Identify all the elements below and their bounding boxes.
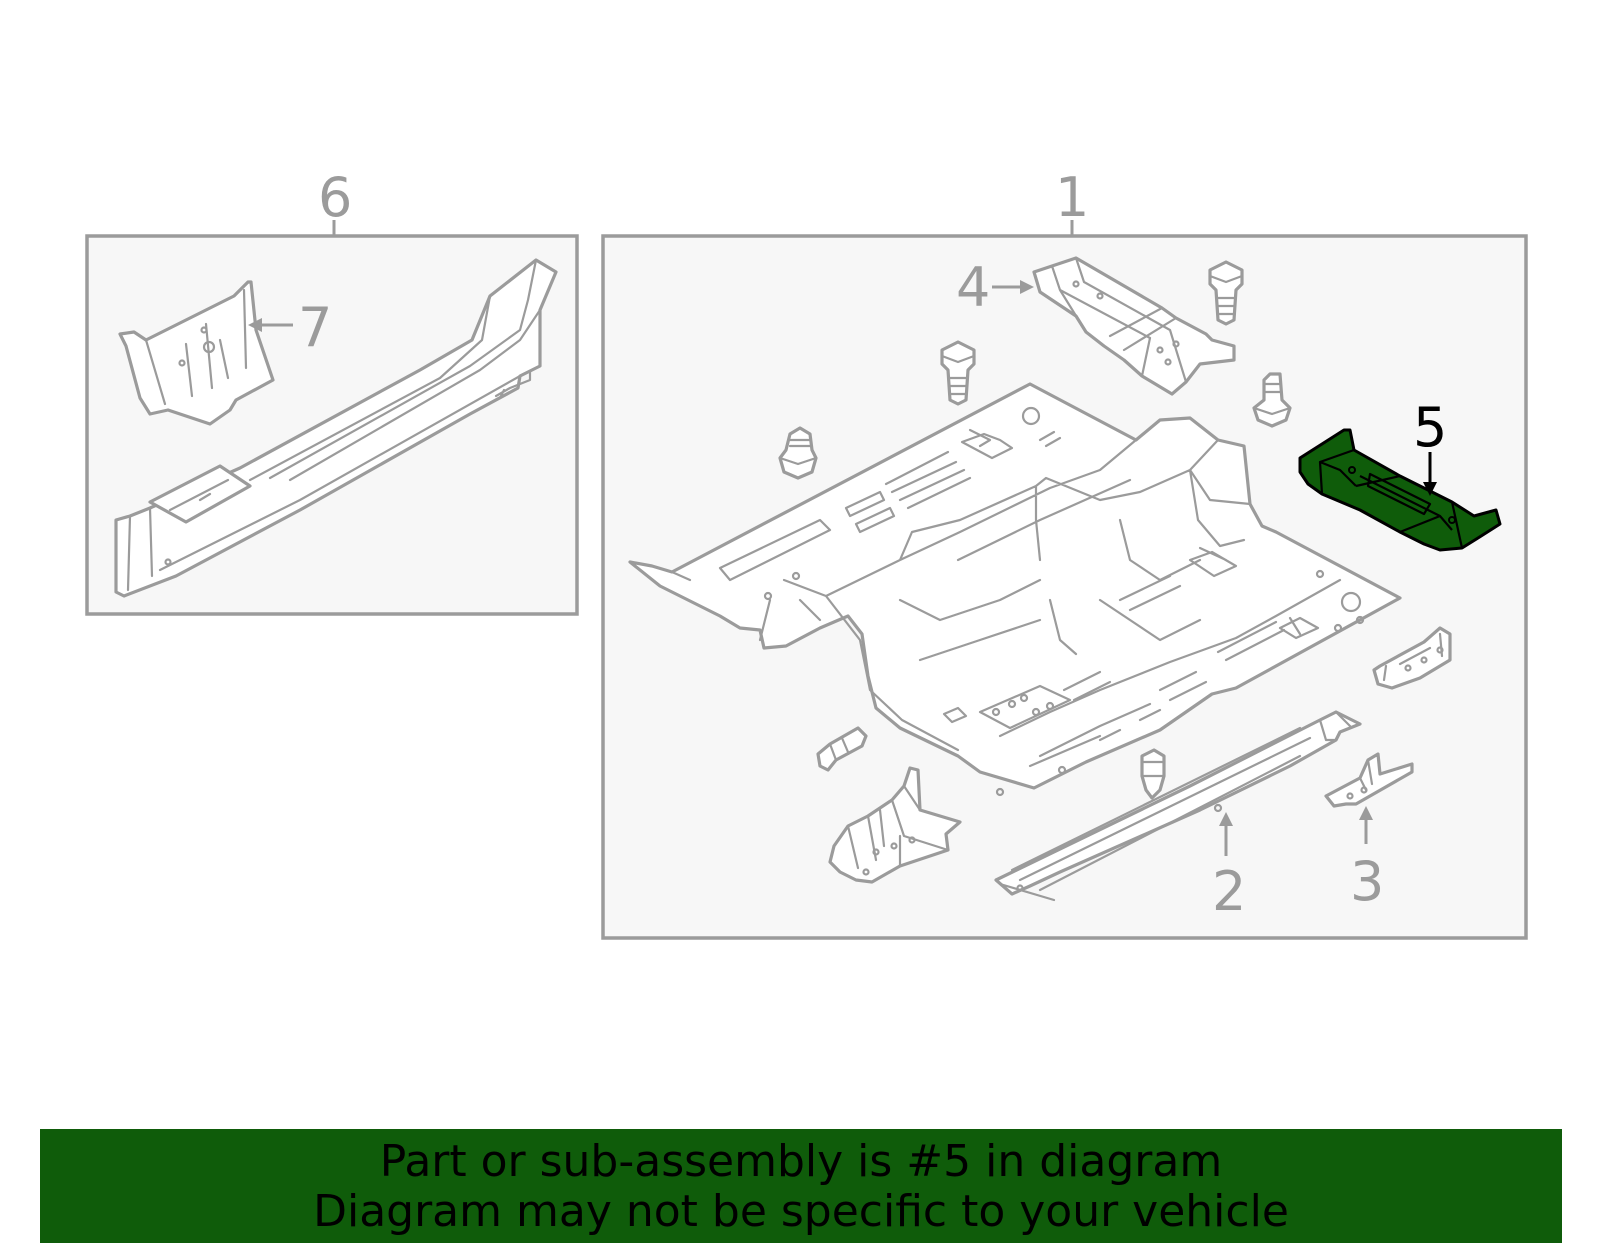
callout-3[interactable]: 3 (1350, 850, 1384, 913)
bolt-left[interactable] (778, 426, 818, 480)
banner-line-2: Diagram may not be specific to your vehi… (313, 1186, 1289, 1237)
bolt-top[interactable] (1208, 260, 1244, 326)
banner-background (40, 1129, 1562, 1243)
part-2-rail[interactable] (994, 710, 1362, 902)
banner-line-1: Part or sub-assembly is #5 in diagram (379, 1136, 1223, 1187)
callout-4[interactable]: 4 (956, 256, 990, 319)
info-banner: Part or sub-assembly is #5 in diagram Di… (40, 1129, 1562, 1243)
part-gusset-right[interactable] (1372, 626, 1452, 690)
bolt-center[interactable] (940, 340, 976, 406)
callout-5[interactable]: 5 (1413, 396, 1447, 459)
part-5-highlighted[interactable] (1298, 428, 1502, 552)
part-4-crossmember[interactable] (1032, 256, 1236, 396)
callout-2[interactable]: 2 (1212, 860, 1246, 923)
part-7-bracket[interactable] (118, 280, 275, 426)
part-plug[interactable] (816, 726, 868, 772)
part-6-rocker-rail[interactable] (114, 258, 558, 598)
part-3-bracket[interactable] (1324, 752, 1414, 808)
part-stud[interactable] (1140, 748, 1166, 800)
callout-6[interactable]: 6 (318, 166, 352, 229)
part-1-floor-pan[interactable] (628, 382, 1402, 797)
assembly-6-panel: 6 7 (85, 166, 579, 616)
bolt-right[interactable] (1252, 372, 1292, 428)
assembly-1-panel: 1 (601, 166, 1528, 940)
callout-1[interactable]: 1 (1055, 166, 1089, 229)
part-front-bracket[interactable] (828, 766, 962, 884)
callout-7[interactable]: 7 (298, 296, 332, 359)
